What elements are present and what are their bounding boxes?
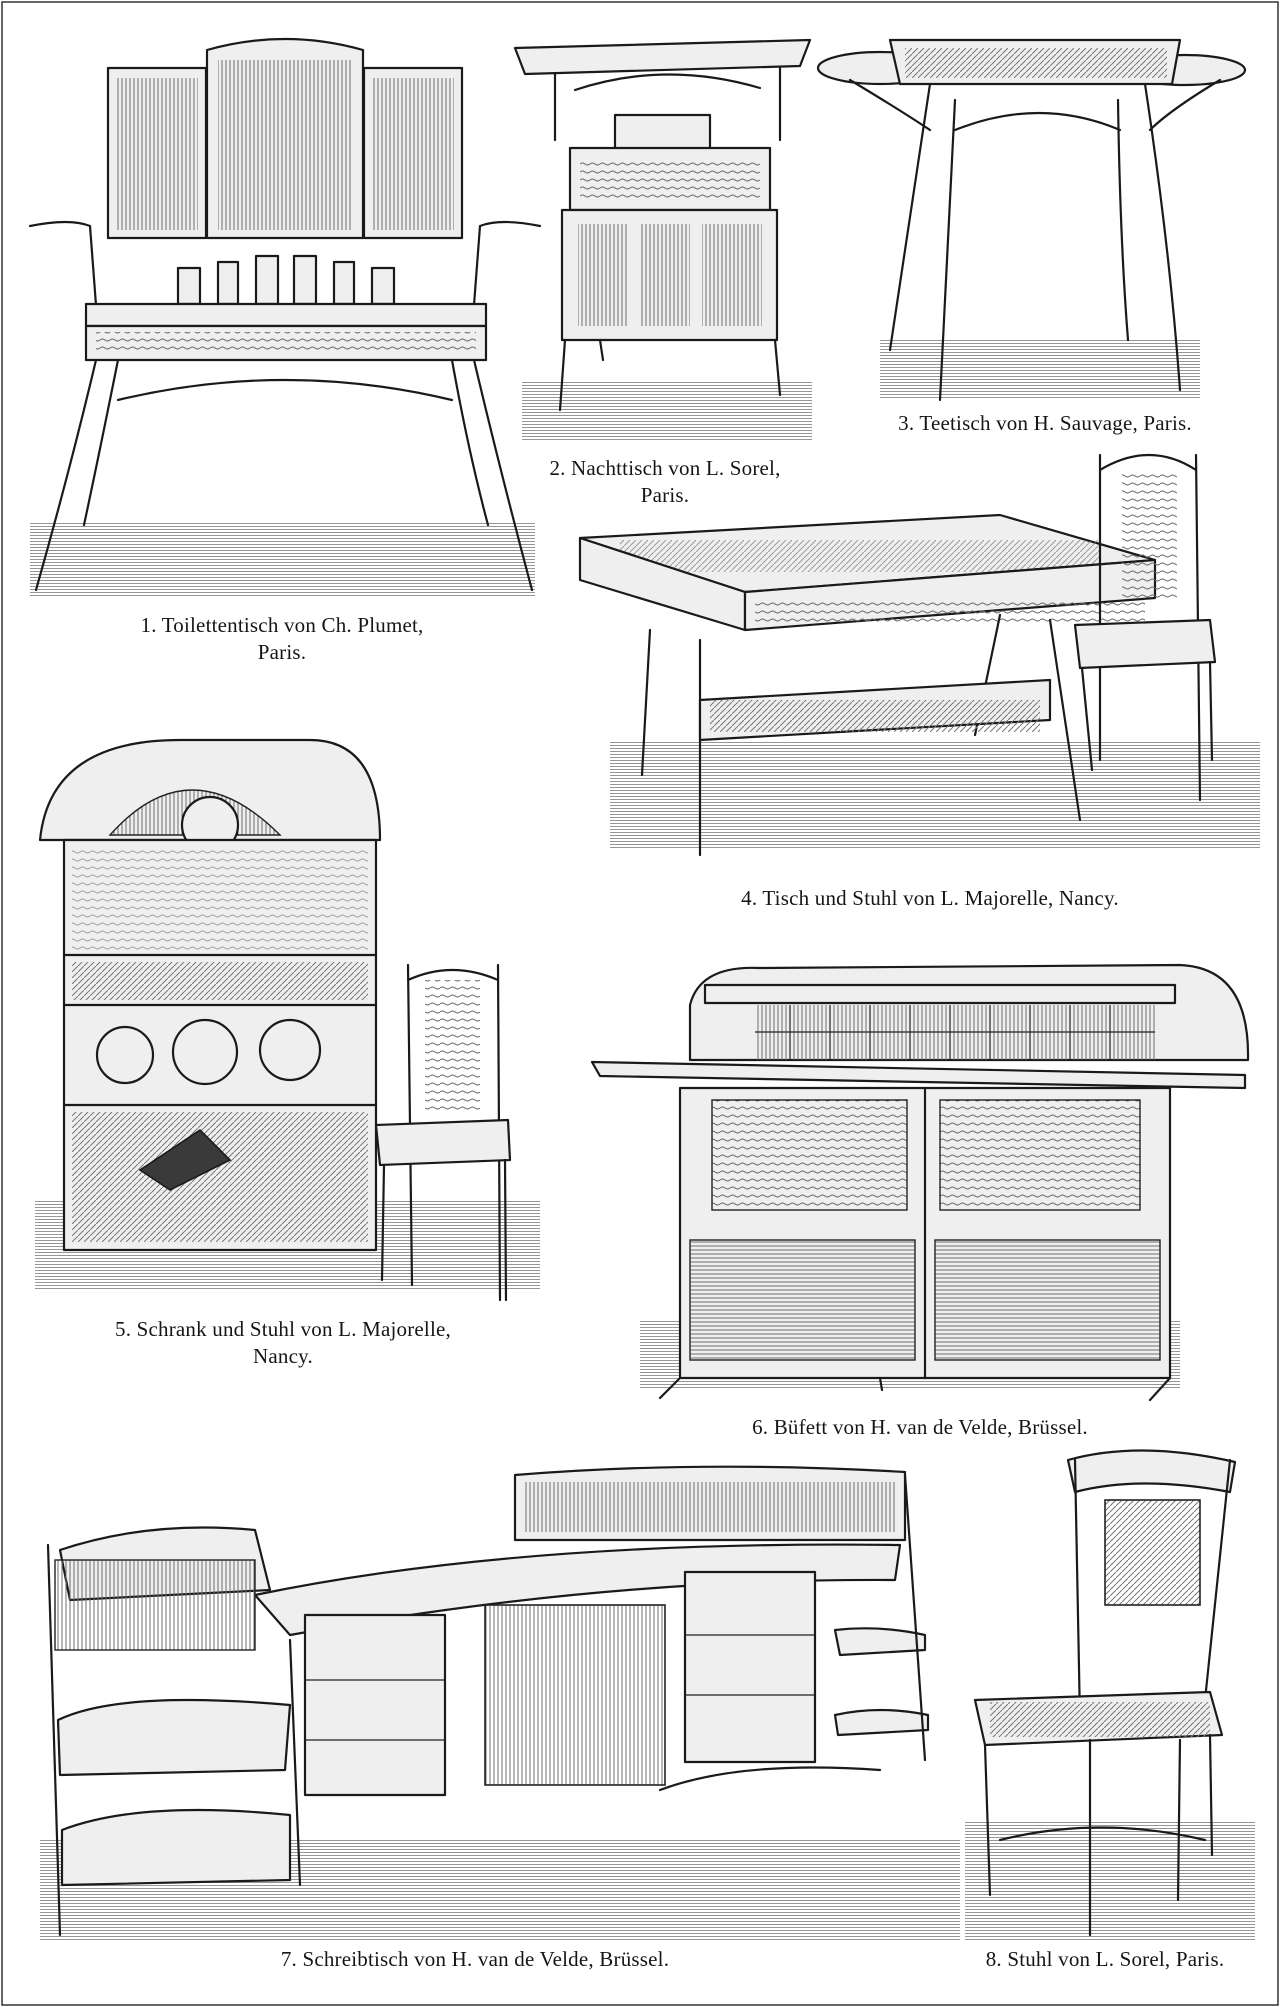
- figure-chair: [965, 1449, 1255, 1940]
- figure-tea-table: [816, 38, 1247, 402]
- caption-tea-table-line1: 3. Teetisch von H. Sauvage, Paris.: [898, 411, 1192, 435]
- caption-dressing-table: 1. Toilettentisch von Ch. Plumet, Paris.: [72, 612, 492, 666]
- figure-writing-desk: [40, 1465, 960, 1940]
- figure-cabinet-and-chair: [35, 738, 540, 1302]
- caption-tea-table: 3. Teetisch von H. Sauvage, Paris.: [845, 410, 1245, 437]
- caption-table-and-chair-line1: 4. Tisch und Stuhl von L. Majorelle, Nan…: [741, 886, 1119, 910]
- caption-sideboard: 6. Büfett von H. van de Velde, Brüssel.: [690, 1414, 1150, 1441]
- caption-cabinet-and-chair-line1: 5. Schrank und Stuhl von L. Majorelle,: [115, 1317, 451, 1341]
- figure-dressing-table: [28, 37, 542, 596]
- figure-nightstand: [513, 38, 812, 440]
- caption-table-and-chair: 4. Tisch und Stuhl von L. Majorelle, Nan…: [660, 885, 1200, 912]
- figure-sideboard: [590, 963, 1250, 1402]
- caption-nightstand: 2. Nachttisch von L. Sorel, Paris.: [505, 455, 825, 509]
- caption-sideboard-line1: 6. Büfett von H. van de Velde, Brüssel.: [752, 1415, 1088, 1439]
- caption-cabinet-and-chair-line2: Nancy.: [253, 1344, 313, 1368]
- caption-cabinet-and-chair: 5. Schrank und Stuhl von L. Majorelle, N…: [68, 1316, 498, 1370]
- caption-dressing-table-line2: Paris.: [257, 640, 307, 664]
- caption-writing-desk: 7. Schreibtisch von H. van de Velde, Brü…: [215, 1946, 735, 1973]
- caption-dressing-table-line1: 1. Toilettentisch von Ch. Plumet,: [140, 613, 424, 637]
- caption-nightstand-line1: 2. Nachttisch von L. Sorel,: [549, 456, 781, 480]
- caption-chair-line1: 8. Stuhl von L. Sorel, Paris.: [985, 1947, 1225, 1971]
- caption-chair: 8. Stuhl von L. Sorel, Paris.: [945, 1946, 1265, 1973]
- figure-table-and-chair: [578, 453, 1260, 857]
- caption-writing-desk-line1: 7. Schreibtisch von H. van de Velde, Brü…: [280, 1947, 670, 1971]
- caption-nightstand-line2: Paris.: [640, 483, 690, 507]
